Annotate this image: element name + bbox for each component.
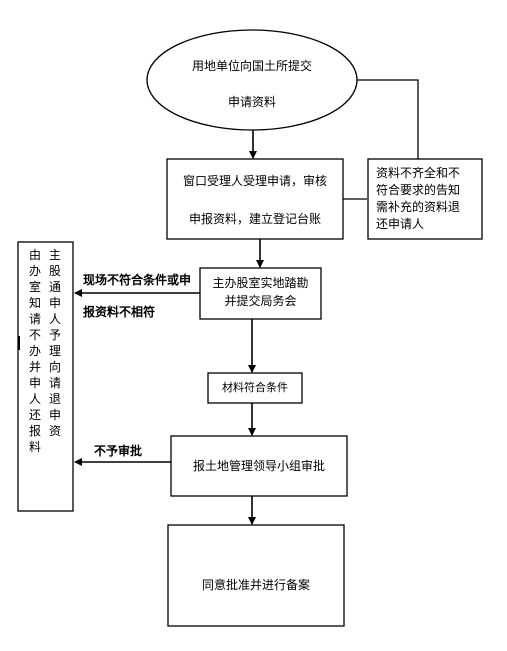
inspection-box [199,267,322,320]
notify-text-col2: 主股通申人予理向请退申资 [48,248,61,438]
inspection-text-line1: 主办股室实地踏勘 [212,276,309,290]
start-ellipse [146,29,358,131]
approve-box [167,524,345,627]
approve-text: 同意批准并进行备案 [201,578,310,592]
window-text-line1: 窗口受理人受理申请，审核 [182,174,327,188]
incomplete-text-line2: 符合要求的告知 [376,183,461,197]
review-box [170,435,348,497]
incomplete-box [367,158,483,240]
review-text: 报土地管理领导小组审批 [192,459,325,473]
start-text-line2: 申请资料 [227,95,276,109]
window-text-line2: 申报资料，建立登记台账 [188,212,321,226]
mismatch-label-line2: 报资料不相符 [83,305,156,319]
notify-text-col1: 由办室知请不办并申人还报料 [28,248,41,454]
connector-start-to-incomplete [357,79,419,159]
materials-text: 材料符合条件 [222,381,288,394]
mismatch-label-line1: 现场不符合条件或申 [83,273,192,287]
window-box [166,158,344,240]
notify-box [17,241,74,512]
incomplete-text-line1: 资料不齐全和不 [376,166,461,180]
materials-box [207,372,303,404]
incomplete-text-line3: 需补充的资料退 [376,200,461,214]
inspection-text-line2: 并提交局务会 [224,294,297,308]
incomplete-text-line4: 还申请人 [376,217,425,231]
reject-label: 不予审批 [94,444,143,458]
start-text-line1: 用地单位向国土所提交 [191,59,312,73]
